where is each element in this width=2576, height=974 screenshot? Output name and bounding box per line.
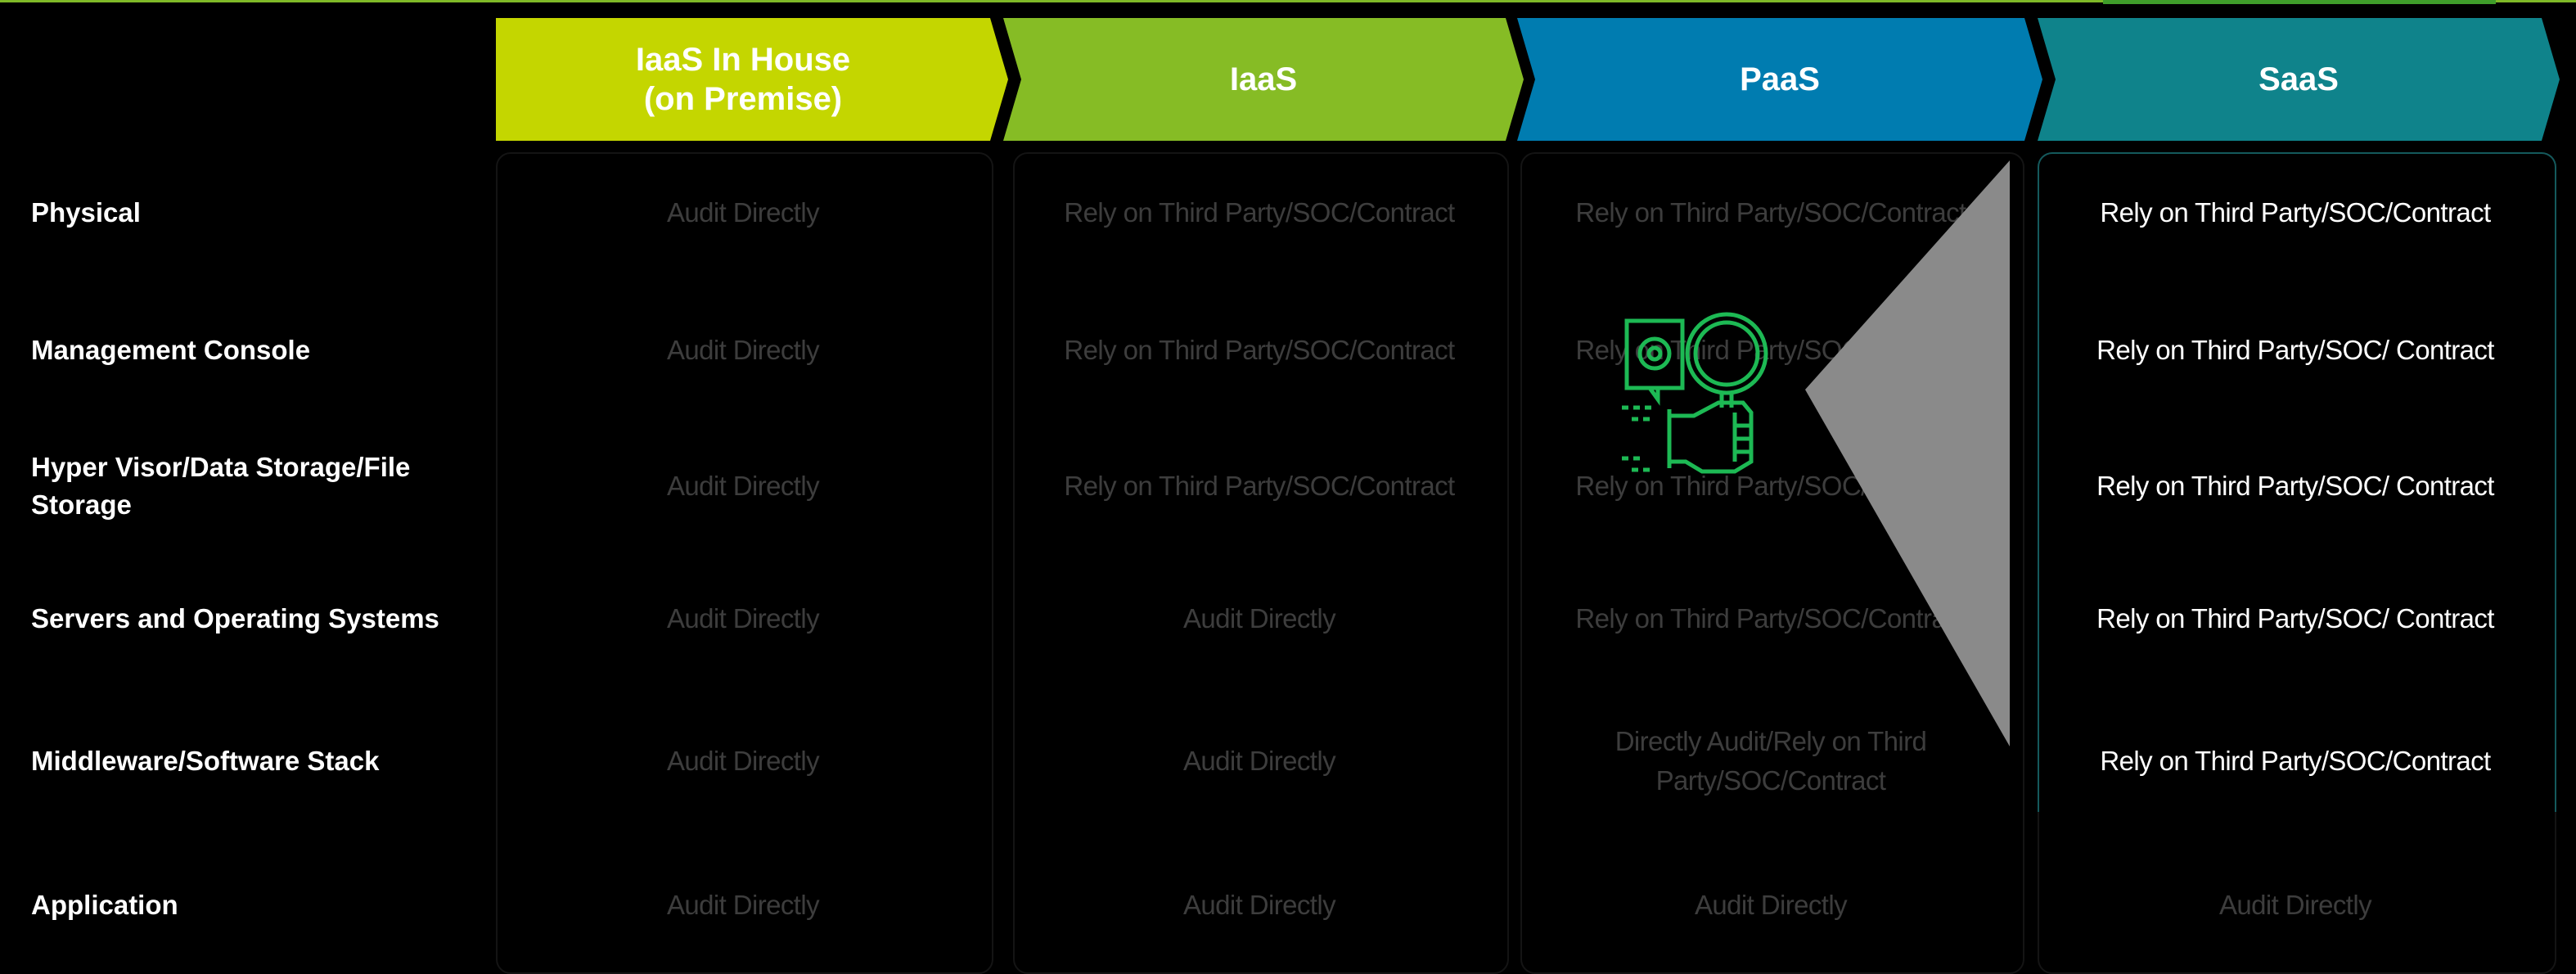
row-label: Application [31,890,178,920]
top-accent-line [0,0,2576,2]
header-line1: IaaS In House [635,42,851,78]
cell: Rely on Third Party/SOC/Contract [1064,471,1455,501]
cell: Rely on Third Party/SOC/Contract [2100,197,2491,228]
header-chevrons [496,18,2560,141]
top-accent-bar [2103,0,2496,4]
chevron-paas [1517,18,2042,141]
cell: Rely on Third Party/SOC/ Contract [2096,603,2494,634]
chevron-iaas [1003,18,1524,141]
cell: Audit Directly [2219,890,2372,920]
cell: Rely on Third Party/SOC/Contract [1575,335,1966,365]
chevron-iaas-in-house [496,18,1008,141]
cell: Audit Directly [667,197,820,228]
cell: Audit Directly [667,471,820,501]
header-label: PaaS [1740,61,1820,97]
cell: Audit Directly [1183,890,1336,920]
cell: Rely on Third Party/SOC/Contract [1064,335,1455,365]
row-label: Hyper Visor/Data Storage/File Storage [31,452,411,520]
column-card-iaas [1013,152,1509,974]
cell: Audit Directly [1183,603,1336,634]
column-card-iaas-in-house [496,152,993,974]
cell: Audit Directly [1183,746,1336,776]
cell: Rely on Third Party/SOC/ Contract [2096,335,2494,365]
cell: Audit Directly [667,746,820,776]
column-header-paas: PaaS [1535,18,2024,141]
row-label: Middleware/Software Stack [31,746,380,776]
column-card-paas [1520,152,2024,974]
header-label: IaaS [1229,61,1298,97]
chevron-saas [2038,18,2560,141]
row-label: Physical [31,197,141,228]
column-header-iaas-in-house: IaaS In House(on Premise) [496,18,990,141]
header-label: SaaS [2259,61,2339,97]
column-header-saas: SaaS [2056,18,2542,141]
saas-highlight-box [2038,152,2556,812]
cell: Directly Audit/Rely on Third Party/SOC/C… [1615,726,1927,796]
cell: Rely on Third Party/SOC/ Contract [2096,471,2494,501]
cell: Rely on Third Party/SOC/Contract [1064,197,1455,228]
cell: Audit Directly [667,603,820,634]
cell: Audit Directly [667,890,820,920]
cell: Rely on Third Party/SOC/Contract [1575,197,1966,228]
cell: Rely on Third Party/SOC/Contract [1575,603,1966,634]
cell: Audit Directly [1695,890,1848,920]
cell: Audit Directly [667,335,820,365]
header-line2: (on Premise) [643,81,843,117]
row-label: Management Console [31,335,311,365]
cell: Rely on Third Party/SOC/Contract [1575,471,1966,501]
column-header-iaas: IaaS [1021,18,1506,141]
cell: Rely on Third Party/SOC/Contract [2100,746,2491,776]
row-label: Servers and Operating Systems [31,603,439,634]
